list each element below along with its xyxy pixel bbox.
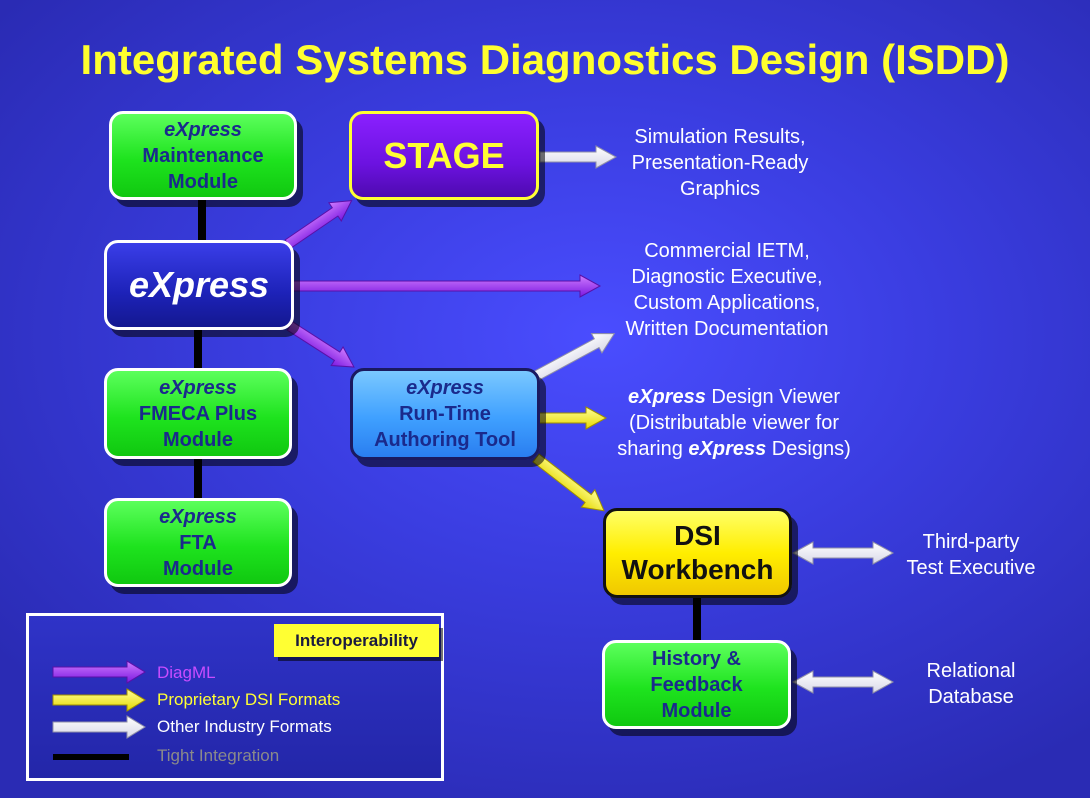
text-fragment: Design Viewer [705,386,840,408]
box-line: Module [168,170,238,193]
text-line: Third-party [922,531,1020,553]
express-fmeca-module-box: eXpress FMECA Plus Module [104,368,292,459]
box-line: eXpress [159,376,237,399]
legend-proprietary-arrow [52,688,146,712]
design-viewer-output-text: eXpress Design Viewer (Distributable vie… [598,384,870,462]
legend: Interoperability DiagML Proprietary DSI … [26,613,444,781]
box-line: eXpress [406,377,484,399]
box-label: eXpress [128,264,270,305]
legend-label-other: Other Industry Formats [157,717,332,736]
box-line: Maintenance [142,144,264,167]
box-line: Run-Time [399,403,491,425]
relational-output-text: Relational Database [896,658,1046,710]
box-line: FTA [179,531,217,554]
dsi-workbench-box: DSI Workbench [603,508,792,598]
express-runtime-authoring-tool-box: eXpress Run-Time Authoring Tool [350,368,540,460]
box-line: DSI [674,520,721,551]
other-arrow-dsi-thirdparty [791,541,895,565]
box-label: STAGE [383,134,505,176]
text-line: Written Documentation [625,318,829,340]
express-fta-module-box: eXpress FTA Module [104,498,292,587]
commercial-output-text: Commercial IETM, Diagnostic Executive, C… [607,238,847,342]
simulation-output-text: Simulation Results, Presentation-Ready G… [610,124,830,202]
other-arrow-runtime-commercial [532,332,616,382]
box-line: FMECA Plus [138,402,258,425]
page-title: Integrated Systems Diagnostics Design (I… [80,36,1010,83]
express-emphasis: eXpress [628,386,706,408]
other-arrow-stage-simulation [539,145,618,169]
other-arrow-history-relational [791,670,895,694]
legend-title: Interoperability [274,624,439,657]
text-line: Commercial IETM, [644,240,810,262]
text-line: Simulation Results, [634,126,806,148]
diagml-arrow-express-commercial [291,274,602,298]
box-line: eXpress [159,505,237,528]
box-line: Module [163,557,233,580]
legend-label-tight: Tight Integration [157,746,280,765]
text-fragment: Designs) [766,438,851,460]
text-line: sharing eXpress Designs) [598,436,870,462]
express-maintenance-module-box: eXpress Maintenance Module [109,111,297,200]
diagml-arrow-express-stage [284,200,353,249]
box-line: Workbench [621,554,774,585]
legend-other-arrow [52,715,146,739]
text-line: Presentation-Ready [631,152,809,174]
box-line: History & [652,647,741,670]
diagml-arrow-express-runtime [286,321,355,368]
text-line: Diagnostic Executive, [631,266,823,288]
text-line: Custom Applications, [633,292,821,314]
express-core-box: eXpress [104,240,294,330]
text-line: Graphics [679,178,761,200]
box-line: Module [661,699,732,722]
third-party-output-text: Third-party Test Executive [886,529,1056,581]
text-line: Relational [926,660,1016,682]
legend-swatches [52,660,146,760]
text-line: (Distributable viewer for [628,412,840,434]
express-emphasis: eXpress [688,438,767,460]
stage-box: STAGE [349,111,539,200]
box-line: Feedback [650,673,743,696]
box-line: Authoring Tool [374,429,516,451]
proprietary-arrow-runtime-viewer [537,406,608,430]
legend-label-proprietary: Proprietary DSI Formats [157,690,341,709]
text-fragment: sharing [617,438,689,460]
text-line: Test Executive [906,557,1036,579]
text-line: Database [928,686,1014,708]
text-line: eXpress Design Viewer [598,384,870,410]
legend-label-diagml: DiagML [157,663,216,682]
box-line: Module [163,428,233,451]
history-feedback-module-box: History & Feedback Module [602,640,791,729]
legend-diagml-arrow [52,660,146,684]
box-line: eXpress [164,118,242,141]
proprietary-arrow-runtime-dsi [532,453,605,512]
